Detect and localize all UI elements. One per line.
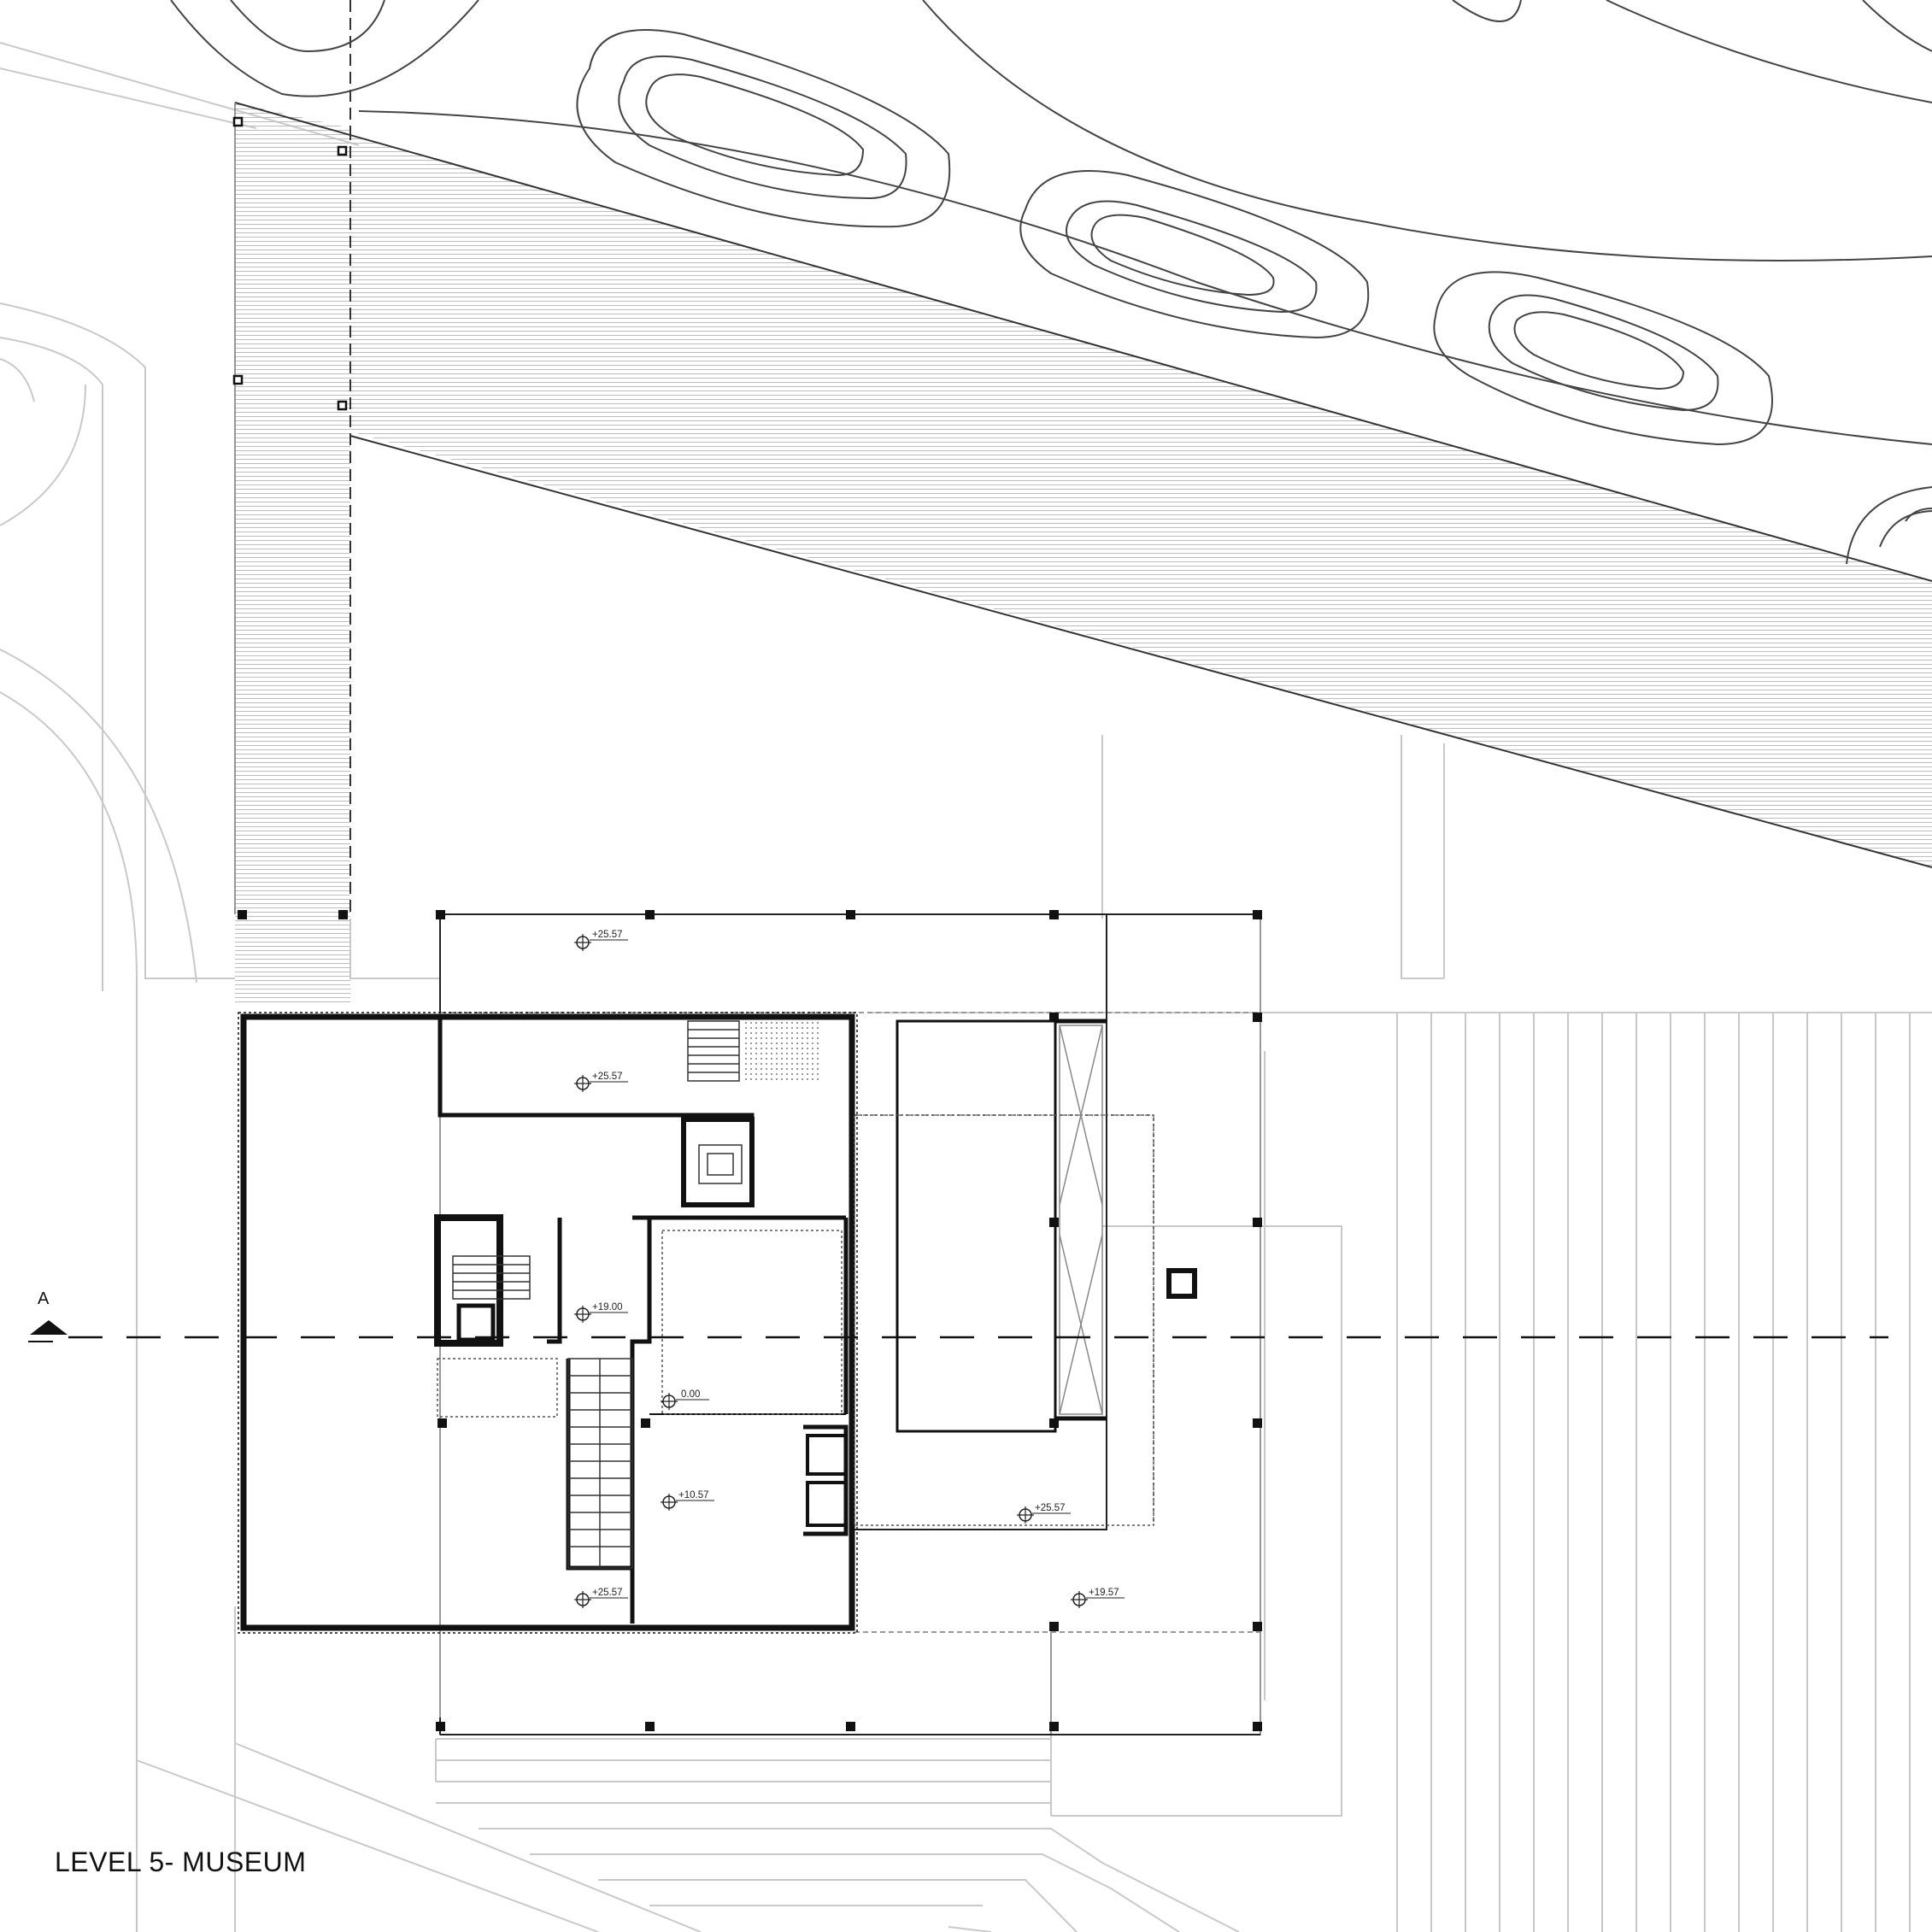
level-label: +25.57 xyxy=(592,930,623,940)
level-label: +19.00 xyxy=(592,1302,623,1312)
museum-enclosure xyxy=(238,1012,858,1634)
ramp-bridge xyxy=(234,0,1932,1004)
lower-steps xyxy=(435,1738,1240,1932)
level-marker: +25.57 xyxy=(574,1072,628,1092)
level-marker: +25.57 xyxy=(574,930,628,951)
level-marker: +19.57 xyxy=(1071,1588,1125,1608)
level-marker: +25.57 xyxy=(574,1588,628,1608)
section-marker-label: A xyxy=(38,1289,50,1308)
level-label: +25.57 xyxy=(592,1072,623,1082)
level-marker: 0.00 xyxy=(661,1389,709,1410)
landscape-contours xyxy=(170,0,1932,565)
facade-openings xyxy=(806,1434,848,1527)
level-markers: +25.57 +25.57 +19.00 0.00 xyxy=(574,930,1125,1608)
terrace-lines xyxy=(872,1012,1932,1932)
ramp-markers xyxy=(232,116,348,411)
shaft xyxy=(1059,1025,1103,1415)
level-marker: +10.57 xyxy=(661,1490,714,1511)
level-label: +19.57 xyxy=(1089,1588,1119,1598)
columns xyxy=(238,910,1262,1731)
level-marker: +19.00 xyxy=(574,1302,628,1323)
dashed-zones xyxy=(437,1114,1154,1526)
interior-walls xyxy=(434,1017,1107,1624)
core-blocks xyxy=(456,1268,1197,1342)
level-label: +25.57 xyxy=(592,1588,623,1598)
section-line: A xyxy=(28,1289,1888,1342)
stairs xyxy=(452,1020,820,1569)
level-label: +25.57 xyxy=(1035,1503,1066,1513)
level-label: 0.00 xyxy=(681,1389,700,1400)
level-label: +10.57 xyxy=(678,1490,709,1500)
drawing-title: LEVEL 5- MUSEUM xyxy=(55,1847,306,1877)
level-marker: +25.57 xyxy=(1017,1503,1071,1524)
